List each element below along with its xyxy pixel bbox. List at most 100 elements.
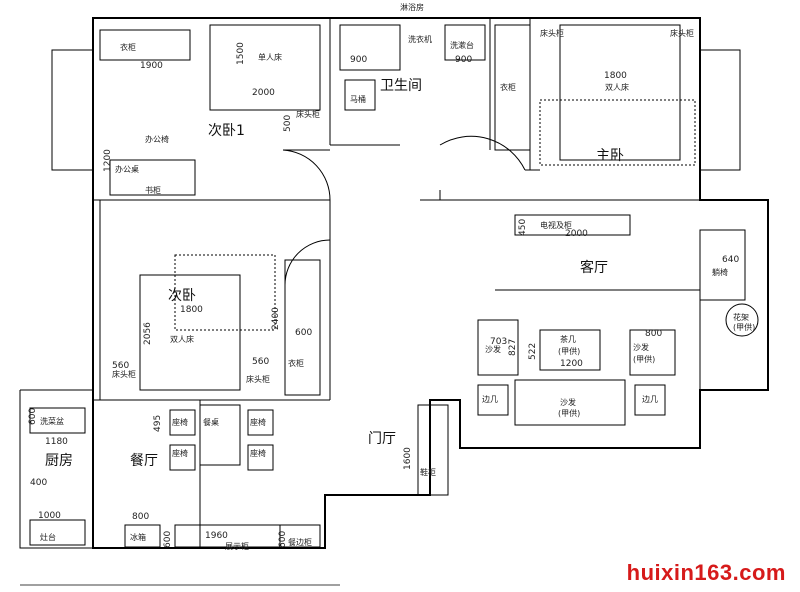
label-office-chair: 办公椅: [145, 134, 169, 144]
room-dining: 餐厅: [130, 453, 158, 469]
door-arc: [439, 135, 526, 171]
dim-600a: 600: [295, 328, 312, 338]
label-recliner: 躺椅: [712, 267, 728, 277]
bed-shape: [209, 24, 321, 111]
label-sofa: 沙发: [560, 397, 576, 407]
dim-2400: 2400: [271, 307, 281, 330]
dining-table-shape: [199, 404, 241, 466]
room-bedroom2-1: 次卧1: [208, 123, 245, 139]
side-table-left: [477, 384, 509, 416]
label-bedside-2: 床头柜: [670, 28, 694, 38]
dim-1900: 1900: [140, 61, 163, 71]
dim-600c: 600: [163, 531, 173, 548]
dim-800a: 800: [645, 329, 662, 339]
armchair-right: [629, 329, 676, 376]
label-bookcase: 书柜: [145, 185, 161, 195]
label-supplied-flower: (甲供): [733, 322, 755, 332]
label-side-table-left: 边几: [482, 394, 498, 404]
label-bedside-3: 床头柜: [296, 109, 320, 119]
label-single-bed: 单人床: [258, 52, 282, 62]
label-sofa-left: 沙发: [485, 344, 501, 354]
balcony-left: [51, 49, 94, 171]
dim-495: 495: [153, 415, 163, 432]
chair-shape: [169, 444, 196, 471]
label-shoe-cabinet: 鞋柜: [420, 467, 436, 477]
rug-bedroom2: [174, 254, 276, 331]
dim-522: 522: [528, 343, 538, 360]
dim-2056: 2056: [143, 322, 153, 345]
label-double-bed-2: 双人床: [170, 334, 194, 344]
coffee-table-shape: [539, 329, 601, 371]
dim-900b: 900: [455, 55, 472, 65]
label-double-bed: 双人床: [605, 82, 629, 92]
recliner-shape: [699, 229, 746, 301]
label-sofa-right: 沙发: [633, 342, 649, 352]
dim-1500: 1500: [236, 42, 246, 65]
dim-800b: 800: [132, 512, 149, 522]
label-washing-machine: 洗衣机: [408, 34, 432, 44]
room-bedroom2: 次卧: [168, 288, 196, 304]
dim-1800a: 1800: [604, 71, 627, 81]
chair-shape: [169, 409, 196, 436]
armchair-left: [477, 319, 519, 376]
dim-640a: 640: [722, 255, 739, 265]
dim-400: 400: [30, 478, 47, 488]
dim-703: 703: [490, 337, 507, 347]
label-office-desk: 办公桌: [115, 164, 139, 174]
label-chair-3: 座椅: [250, 417, 266, 427]
label-flower-stand: 花架: [733, 312, 749, 322]
dim-500: 500: [283, 115, 293, 132]
label-fridge: 冰箱: [130, 532, 146, 542]
chair-shape: [247, 444, 274, 471]
sofa-shape: [514, 379, 626, 426]
label-bedside-4: 床头柜: [112, 369, 136, 379]
fridge-shape: [124, 524, 161, 548]
dim-1000: 1000: [38, 511, 61, 521]
watermark: huixin163.com: [626, 560, 786, 585]
stove-shape: [29, 519, 86, 546]
label-sideboard: 餐边柜: [288, 537, 312, 547]
sideboard-shape: [279, 524, 321, 548]
wardrobe-bedroom2: [284, 259, 321, 396]
dim-450: 450: [518, 219, 528, 236]
label-wardrobe: 衣柜: [120, 42, 136, 52]
flower-stand-shape: [725, 303, 759, 337]
desk-shape: [109, 159, 196, 196]
dim-1180: 1180: [45, 437, 68, 447]
label-display-cabinet: 展示柜: [225, 541, 249, 551]
balcony-right: [699, 49, 741, 171]
label-sink: 洗菜盆: [40, 416, 64, 426]
room-living: 客厅: [580, 259, 608, 276]
room-bathroom: 卫生间: [380, 78, 422, 94]
label-coffee-table: 茶几: [560, 334, 576, 344]
label-tv-cabinet: 电视及柜: [540, 220, 572, 230]
interior-wall: [283, 144, 540, 200]
label-wardrobe-master: 衣柜: [500, 82, 516, 92]
label-chair-1: 座椅: [172, 417, 188, 427]
label-bedside-5: 床头柜: [246, 374, 270, 384]
room-master-bedroom: 主卧: [596, 148, 624, 164]
chair-shape: [247, 409, 274, 436]
dim-1960: 1960: [205, 531, 228, 541]
label-wardrobe-bedroom2: 衣柜: [288, 358, 304, 368]
door-arc: [284, 239, 331, 286]
double-bed: [559, 24, 681, 161]
label-supplied-coffee: (甲供): [558, 346, 580, 356]
door-arc: [282, 149, 331, 201]
dim-1600: 1600: [403, 447, 413, 470]
bed-bedroom2: [139, 274, 241, 391]
label-side-table-right: 边几: [642, 394, 658, 404]
label-wash-basin: 洗漱台: [450, 40, 474, 50]
top-label: 淋浴房: [400, 2, 424, 12]
dim-600d: 600: [278, 531, 288, 548]
sink-shape: [29, 407, 86, 434]
toilet-shape: [344, 79, 376, 111]
label-dining-table: 餐桌: [203, 417, 219, 427]
dim-2000a: 2000: [252, 88, 275, 98]
room-kitchen: 厨房: [45, 453, 73, 469]
dim-1800b: 1800: [180, 305, 203, 315]
living-room-area: [495, 289, 701, 445]
label-chair-4: 座椅: [250, 448, 266, 458]
label-chair-2: 座椅: [172, 448, 188, 458]
label-stove: 灶台: [40, 532, 56, 542]
